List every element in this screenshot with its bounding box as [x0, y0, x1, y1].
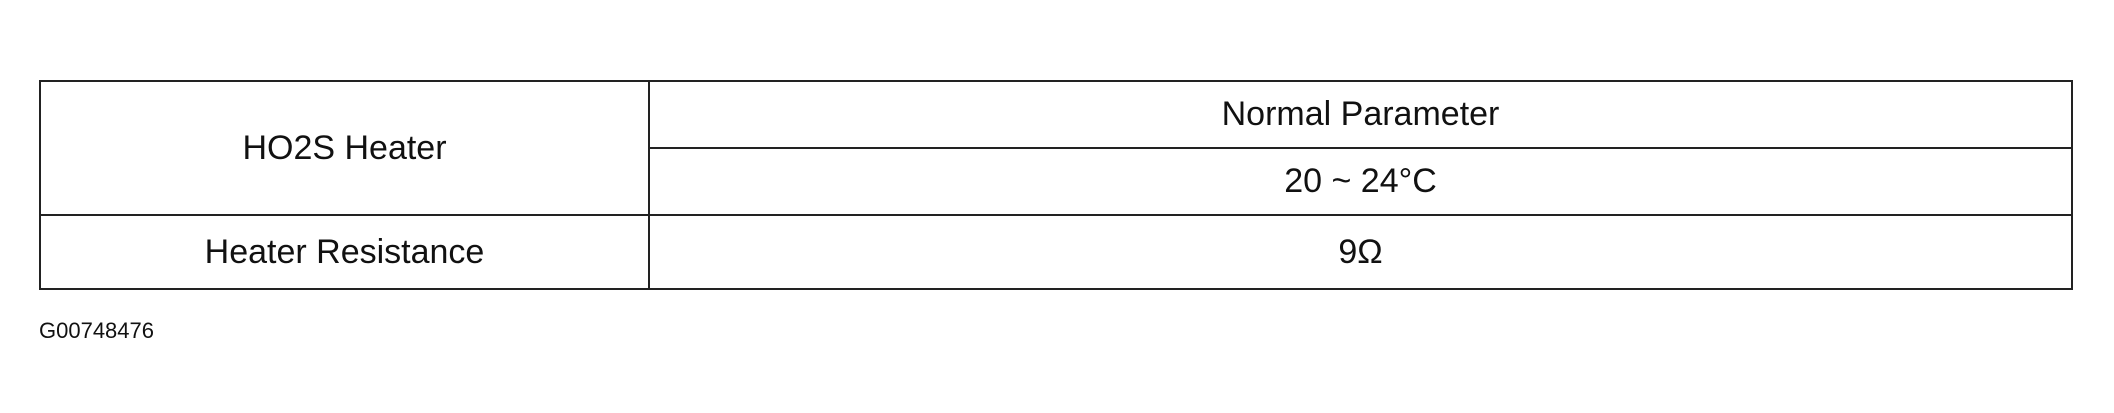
column-header-normal-parameter: Normal Parameter — [1221, 95, 1500, 133]
resistance-value: 9Ω — [1338, 232, 1383, 271]
column-divider — [648, 82, 650, 288]
row-header-heater-resistance: Heater Resistance — [204, 232, 485, 271]
specification-table: HO2S Heater Normal Parameter 20 ~ 24°C H… — [39, 80, 2073, 290]
row-header-ho2s-heater: HO2S Heater — [242, 128, 447, 167]
row-divider — [41, 214, 2071, 216]
figure-id-label: G00748476 — [39, 318, 154, 343]
temperature-condition: 20 ~ 24°C — [1284, 162, 1437, 200]
header-sub-divider — [648, 147, 2071, 149]
